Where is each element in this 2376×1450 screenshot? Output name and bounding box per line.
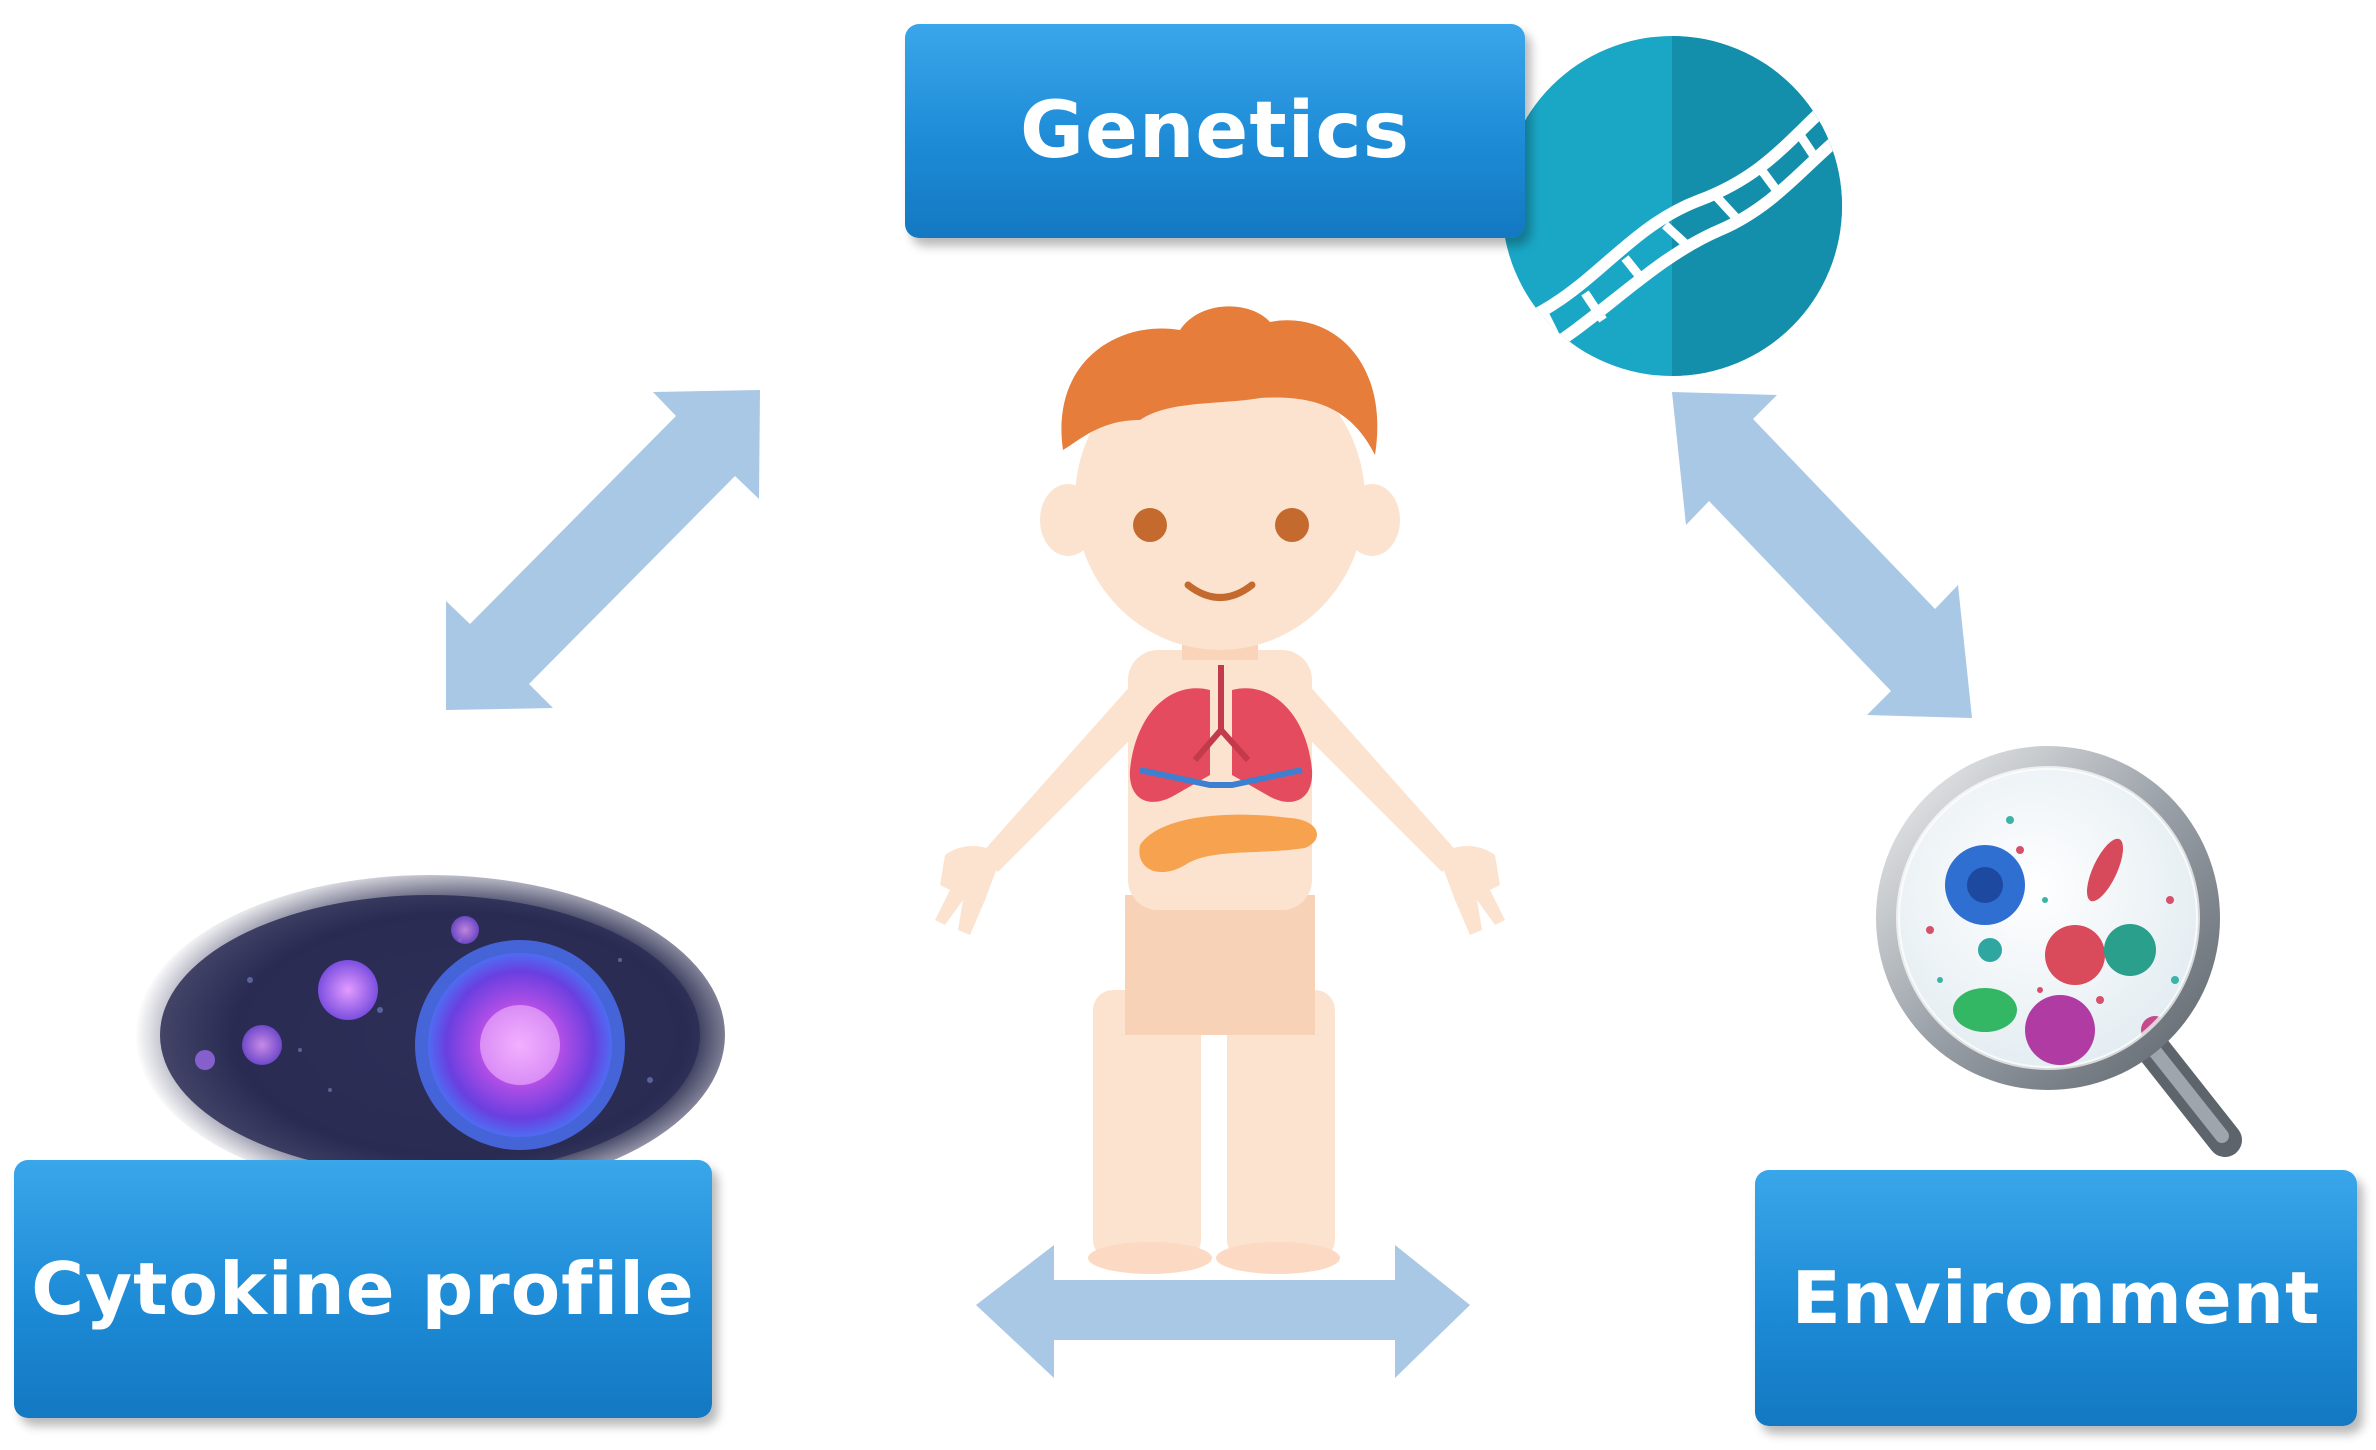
genetics-box: Genetics [905, 24, 1525, 238]
cytokine-profile-label: Cytokine profile [31, 1247, 695, 1331]
double-arrow-cytokine-environment [976, 1245, 1470, 1378]
double-arrow-genetics-environment [1672, 392, 1972, 718]
dna-icon [1502, 36, 1842, 376]
cytokine-profile-box: Cytokine profile [14, 1160, 712, 1418]
double-arrow-genetics-cytokine [446, 390, 760, 710]
environment-box: Environment [1755, 1170, 2357, 1426]
environment-label: Environment [1791, 1256, 2321, 1340]
cell-microscopy-icon [135, 875, 725, 1195]
magnifier-microbes-icon [1876, 746, 2242, 1157]
genetics-label: Genetics [1019, 86, 1411, 176]
child-anatomy-icon [935, 306, 1505, 1274]
